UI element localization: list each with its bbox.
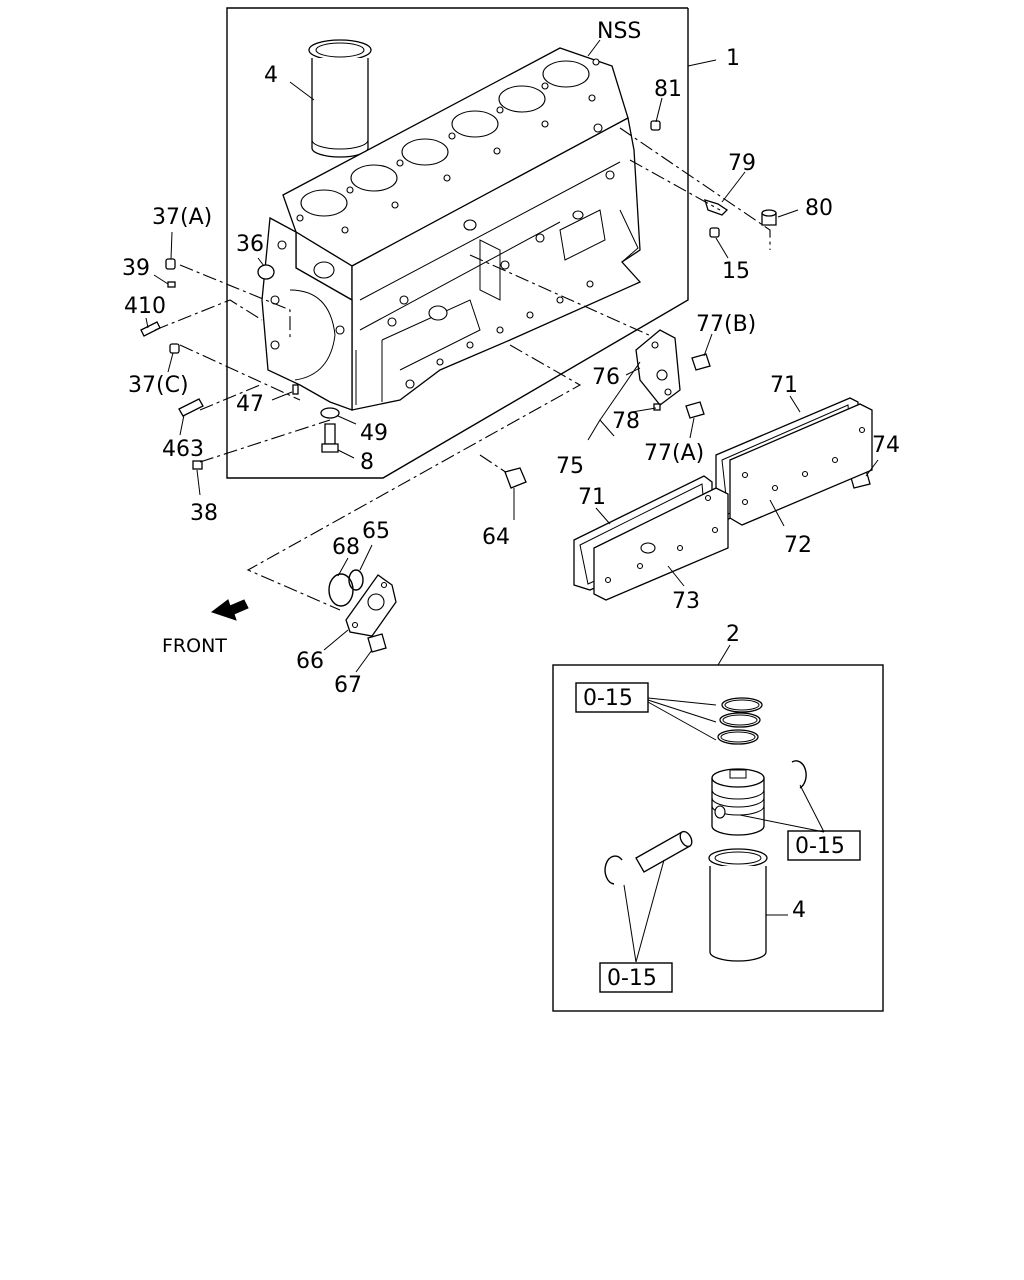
part-79 xyxy=(704,199,729,216)
block-frame xyxy=(226,7,689,479)
cylinder-liner-bottom xyxy=(708,848,768,962)
label-47: 47 xyxy=(236,392,264,417)
label-410: 410 xyxy=(124,294,166,319)
label-37c: 37(C) xyxy=(128,373,189,398)
oil-cooler-housing xyxy=(504,329,871,489)
kit-label-rings: 0-15 xyxy=(583,686,633,711)
label-77a: 77(A) xyxy=(644,441,704,466)
label-463: 463 xyxy=(162,437,204,462)
part-78 xyxy=(653,403,661,411)
hardware-block xyxy=(140,120,777,470)
label-77b: 77(B) xyxy=(696,312,756,337)
piston xyxy=(711,768,765,836)
front-pump-group xyxy=(323,544,397,673)
kit-label-clip-right: 0-15 xyxy=(795,834,845,859)
snap-ring-left xyxy=(604,855,623,885)
kit-label-clip-left: 0-15 xyxy=(607,966,657,991)
kit-box-clip-left xyxy=(599,962,673,993)
label-2: 2 xyxy=(726,622,740,647)
label-66: 66 xyxy=(296,649,324,674)
label-65: 65 xyxy=(362,519,390,544)
leader-lines-right xyxy=(513,333,879,587)
label-15: 15 xyxy=(722,259,750,284)
leader-lines-top xyxy=(145,39,799,496)
piston-rings xyxy=(717,697,763,745)
part-77b xyxy=(691,353,711,371)
part-65 xyxy=(348,569,364,591)
label-71-left: 71 xyxy=(578,485,606,510)
label-8: 8 xyxy=(360,450,374,475)
part-64 xyxy=(504,467,527,489)
part-39 xyxy=(167,281,176,288)
snap-ring-right xyxy=(791,760,807,789)
label-68: 68 xyxy=(332,535,360,560)
label-36: 36 xyxy=(236,232,264,257)
part-68 xyxy=(328,573,354,607)
guide-lines-top xyxy=(154,127,771,611)
part-72-plate xyxy=(729,403,873,526)
label-64: 64 xyxy=(482,525,510,550)
label-81: 81 xyxy=(654,77,682,102)
label-nss: NSS xyxy=(597,19,641,44)
label-front: FRONT xyxy=(162,635,227,657)
part-38 xyxy=(192,460,203,470)
part-37a xyxy=(165,258,176,270)
label-73: 73 xyxy=(672,589,700,614)
kit-box-clip-right xyxy=(787,830,861,861)
part-77a xyxy=(685,401,705,419)
label-79: 79 xyxy=(728,151,756,176)
part-47 xyxy=(292,384,299,395)
part-37c xyxy=(169,343,180,354)
label-76: 76 xyxy=(592,365,620,390)
part-15 xyxy=(709,227,720,238)
part-8 xyxy=(324,423,336,445)
label-78: 78 xyxy=(612,409,640,434)
label-74: 74 xyxy=(872,433,900,458)
kit-box-rings xyxy=(575,682,649,713)
label-1: 1 xyxy=(726,46,740,71)
label-67: 67 xyxy=(334,673,362,698)
piston-pin xyxy=(635,830,693,873)
part-463 xyxy=(178,398,204,417)
part-49 xyxy=(320,407,340,419)
part-67 xyxy=(367,633,387,653)
part-76 xyxy=(635,329,681,406)
leader-2 xyxy=(717,644,731,666)
part-81 xyxy=(650,120,661,131)
label-39: 39 xyxy=(122,256,150,281)
part-36 xyxy=(257,264,275,280)
label-71-top: 71 xyxy=(770,373,798,398)
label-38: 38 xyxy=(190,501,218,526)
part-73-plate xyxy=(593,487,729,601)
label-4-top: 4 xyxy=(264,63,278,88)
cylinder-liner-top xyxy=(308,39,372,158)
label-4-bottom: 4 xyxy=(792,898,806,923)
label-80: 80 xyxy=(805,196,833,221)
cylinder-block xyxy=(261,47,642,411)
label-37a: 37(A) xyxy=(152,205,212,230)
label-49: 49 xyxy=(360,421,388,446)
leader-lines-kit xyxy=(623,697,825,963)
label-72: 72 xyxy=(784,533,812,558)
arrow-left-down-icon xyxy=(210,599,249,621)
label-75: 75 xyxy=(556,454,584,479)
